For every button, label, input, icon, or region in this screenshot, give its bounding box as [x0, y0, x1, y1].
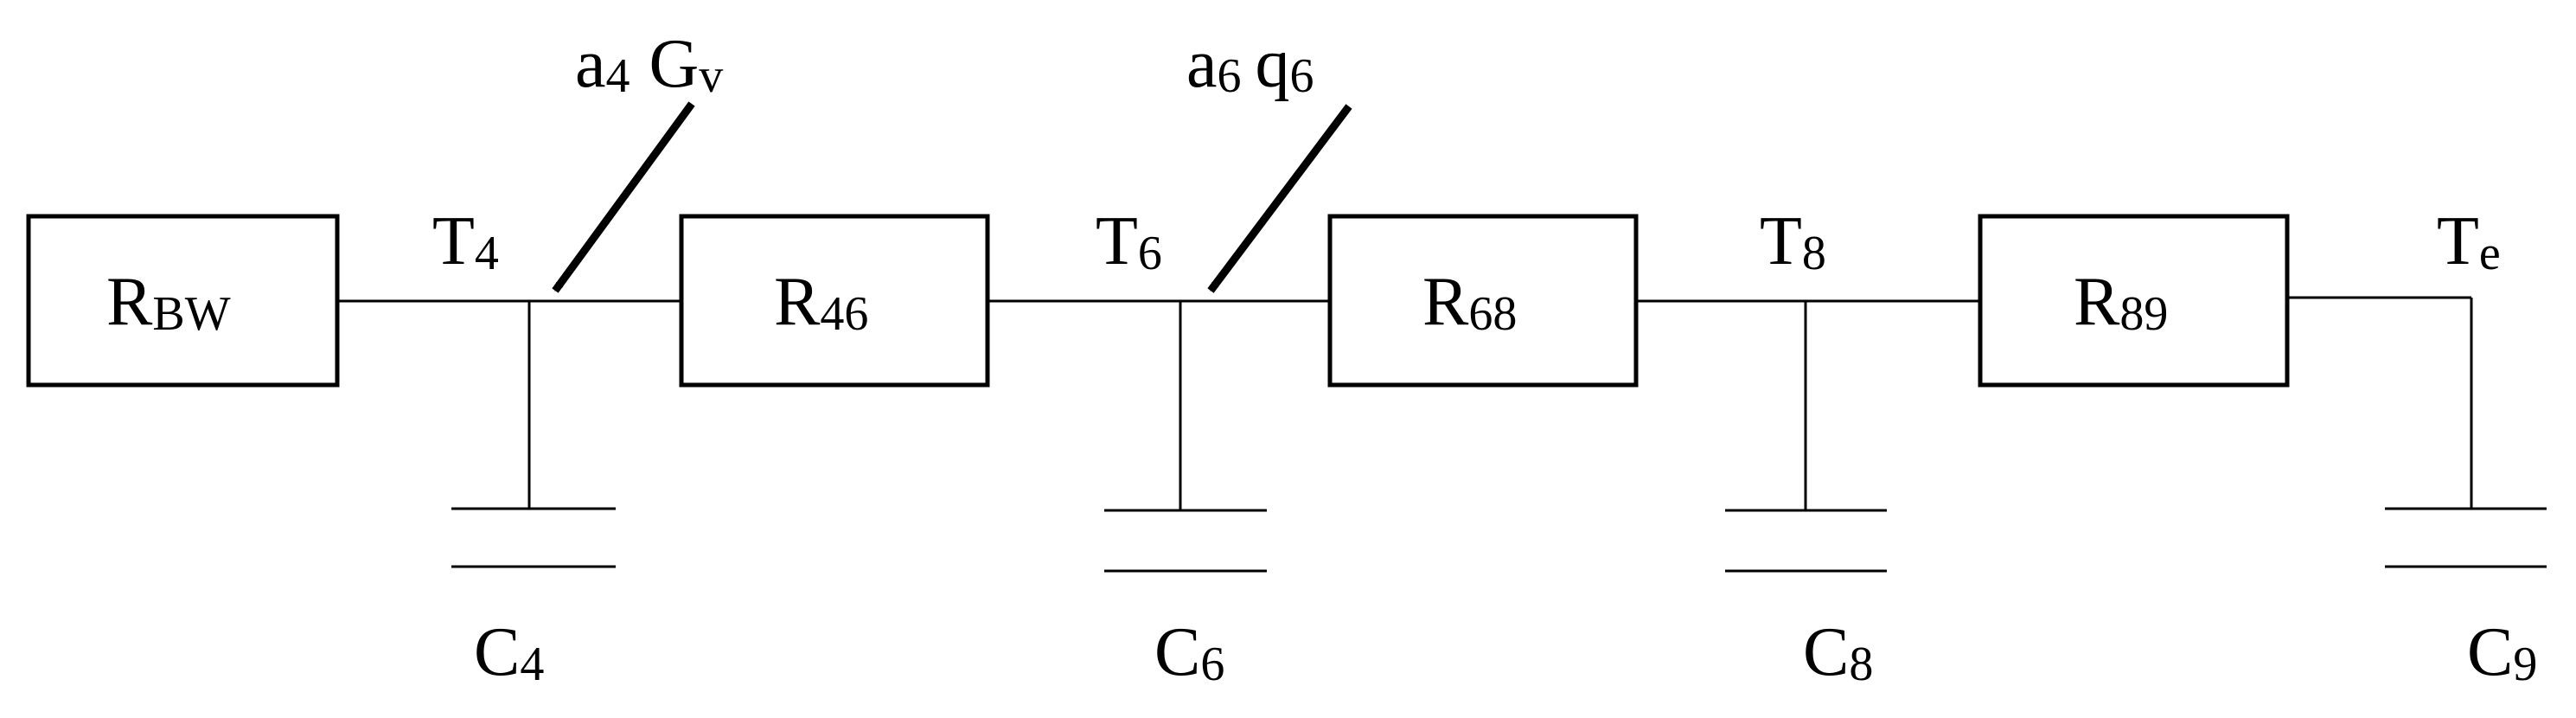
node-label-t6: T6 — [1096, 203, 1162, 280]
input-arrow-6 — [1207, 104, 1352, 293]
resistor-box-r68 — [1327, 214, 1639, 388]
capacitor-label-c4: C4 — [474, 614, 544, 691]
resistor-box-rbw — [26, 214, 340, 388]
capacitor-label-c9: C9 — [2467, 614, 2537, 691]
capacitor-label-c6: C6 — [1154, 614, 1224, 691]
main-wire — [337, 296, 2471, 303]
resistor-label-r68: R68 — [1422, 264, 1517, 341]
node-label-t4: T4 — [432, 203, 499, 280]
resistor-label-r46: R46 — [774, 264, 868, 341]
capacitor-label-c8: C8 — [1803, 614, 1873, 691]
node-label-te: Te — [2437, 203, 2501, 280]
resistor-box-r46 — [679, 214, 990, 388]
resistor-label-r89: R89 — [2074, 264, 2168, 341]
resistor-box-r89 — [1978, 214, 2290, 388]
node-label-t8: T8 — [1760, 203, 1826, 280]
resistor-label-rbw: RBW — [106, 264, 231, 341]
input-arrow-4 — [552, 101, 695, 293]
